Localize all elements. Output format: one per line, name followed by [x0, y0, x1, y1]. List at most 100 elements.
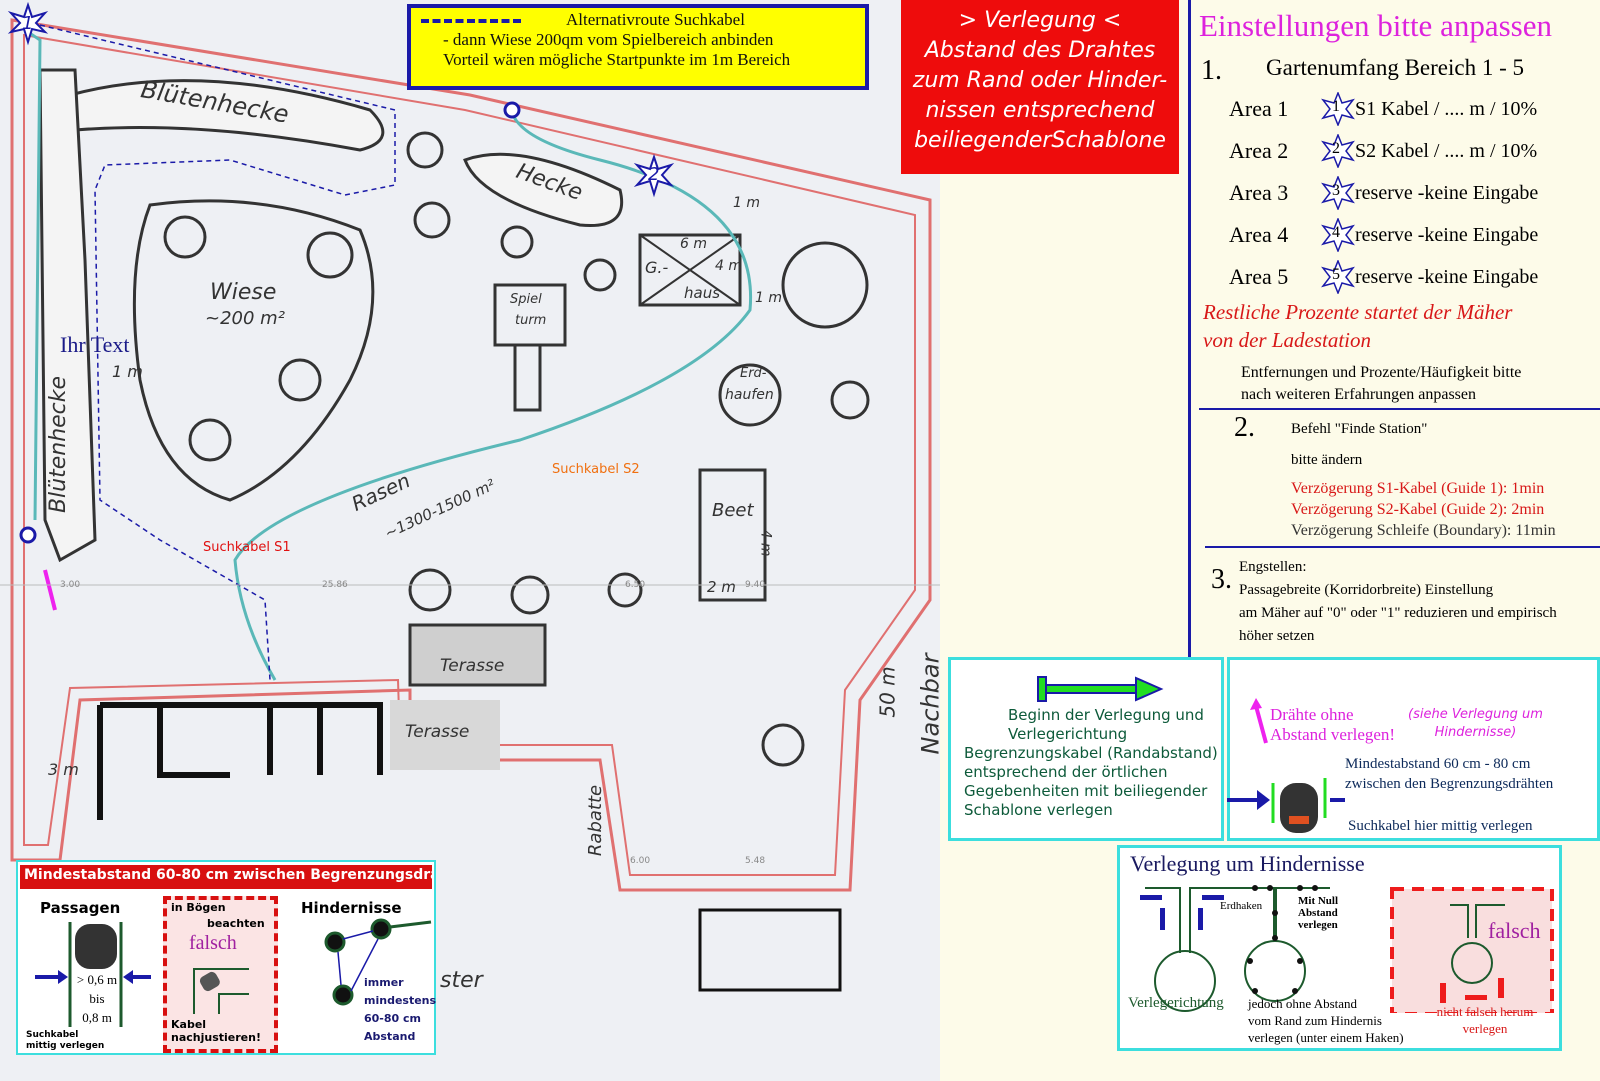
terasse [408, 623, 547, 687]
delay-s2: Verzögerung S2-Kabel (Guide 2): 2min [1291, 501, 1545, 518]
obstacles-diagram [324, 918, 432, 1006]
star-5-icon: 5 [1321, 258, 1355, 296]
obstacle-diagrams [1140, 885, 1554, 1013]
label-1m-b: 1 m [755, 290, 782, 306]
note-line: > Verlegung < [958, 8, 1122, 33]
gartenhaus [638, 233, 742, 307]
boundary-wire-inner [23, 33, 916, 876]
text: höher setzen [1239, 628, 1315, 644]
text: beachten [207, 917, 265, 930]
label-haufen: haufen [725, 387, 774, 403]
boundary-wire [10, 18, 932, 892]
hedge-mid [463, 152, 623, 228]
label-erdhaken: Erdhaken [1220, 900, 1263, 912]
text: Mit Null [1298, 895, 1339, 907]
label-g: G.- [645, 258, 669, 277]
text: > 0,6 m [76, 972, 118, 987]
text: jedoch ohne Abstand [1248, 996, 1358, 1011]
label-spiel: Spiel [510, 292, 542, 307]
section-2: Befehl "Finde Station" bitte ändern Verz… [1291, 418, 1556, 541]
area-label: Area 2 [1229, 138, 1289, 163]
area-label: Area 1 [1229, 96, 1289, 121]
box-title: Mindestabstand 60-80 cm zwischen Begrenz… [20, 865, 432, 889]
area-label: Area 4 [1229, 222, 1289, 247]
restliche-note: Restliche Prozente startet der Mäher von… [1203, 298, 1512, 354]
text: zwischen den Begrenzungsdrähten [1345, 776, 1554, 792]
area-text: S1 Kabel / .... m / 10% [1355, 97, 1538, 120]
passage-diagram [35, 922, 151, 1027]
wire-end-marker [503, 101, 521, 119]
garden-sketch [0, 1, 940, 992]
area-text: reserve -keine Eingabe [1355, 181, 1539, 204]
area-label: Area 3 [1229, 180, 1289, 205]
label-beet-w: 2 m [707, 578, 736, 596]
verlegung-note: > Verlegung < Abstand des Drahtes zum Ra… [901, 0, 1179, 174]
text: Kabel [171, 1018, 207, 1031]
text: Befehl "Finde Station" [1291, 421, 1428, 437]
star-1-icon [7, 1, 49, 46]
label-1m: 1 m [112, 362, 143, 381]
label-verlegerichtung: Verlegerichtung [1128, 995, 1224, 1011]
mower-icon [1227, 778, 1345, 833]
label-wiese-area: ~200 m² [205, 308, 285, 329]
label-rabatte: Rabatte [585, 784, 607, 857]
star-4-icon: 4 [1321, 216, 1355, 254]
text: bitte ändern [1291, 452, 1363, 468]
star-number: 1 [1332, 98, 1340, 115]
text: Engstellen: [1239, 559, 1307, 575]
measure: 5.48 [745, 856, 766, 866]
text: Abstand [1298, 907, 1338, 919]
text: Begrenzungskabel (Randabstand) [964, 744, 1218, 762]
label-ster: ster [440, 968, 483, 993]
label-beet: Beet [712, 500, 754, 521]
note-line: beiliegenderSchablone [914, 128, 1166, 153]
text: immer [364, 976, 404, 989]
text: nicht falsch herum [1436, 1004, 1534, 1019]
text: mindestens [364, 994, 437, 1007]
star-2-label: 2 [648, 164, 660, 185]
section-number: 2. [1234, 412, 1255, 443]
section-number: 3. [1211, 564, 1232, 595]
delay-s1: Verzögerung S1-Kabel (Guide 1): 1min [1291, 480, 1545, 497]
start-arrow-icon [1037, 676, 1164, 702]
measure: 3.00 [60, 580, 81, 590]
area-text: reserve -keine Eingabe [1355, 265, 1539, 288]
star-number: 5 [1332, 266, 1340, 283]
delay-boundary: Verzögerung Schleife (Boundary): 11min [1291, 522, 1556, 539]
text: Abstand [364, 1030, 416, 1043]
label-bluetenhecke-left: Blütenhecke [46, 375, 72, 514]
label-hindernisse: Hindernisse [301, 899, 402, 917]
text: verlegen [1298, 919, 1338, 931]
divider [1205, 546, 1600, 548]
label-wiese: Wiese [210, 280, 277, 305]
label-terasse-2: Terasse [405, 722, 470, 742]
label-50m: 50 m [875, 666, 900, 718]
area-text: reserve -keine Eingabe [1355, 223, 1539, 246]
area-row: Area 5 5 reserve -keine Eingabe [1229, 256, 1599, 298]
ihr-text[interactable]: Ihr Text [60, 332, 130, 357]
text: Suchkabel hier mittig verlegen [1348, 818, 1533, 834]
wiese-area [132, 199, 375, 502]
text: Verlegerichtung [1008, 725, 1128, 743]
text: Gegebenheiten mit beiliegender [964, 782, 1208, 800]
area-label: Area 5 [1229, 264, 1289, 289]
hedge-top [68, 79, 385, 152]
label-gh-width: 6 m [680, 236, 707, 252]
section-heading: Gartenumfang Bereich 1 - 5 [1266, 55, 1525, 80]
guide-wire-s2 [233, 111, 753, 681]
settings-panel: Einstellungen bitte anpassen 1. Gartenum… [1188, 0, 1600, 660]
label-gh-height: 4 m [715, 258, 742, 274]
star-number: 2 [1332, 140, 1340, 157]
label-passagen: Passagen [40, 899, 121, 917]
note-line: Entfernungen und Prozente/Häufigkeit bit… [1241, 364, 1522, 381]
